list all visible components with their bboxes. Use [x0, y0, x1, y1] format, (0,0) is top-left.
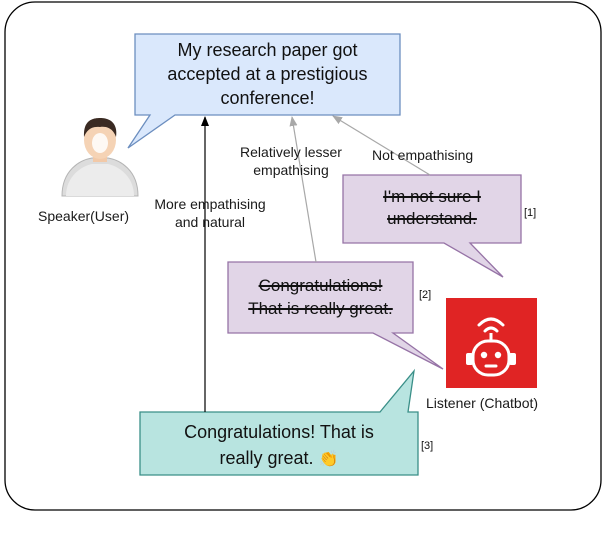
speaker-message-line: accepted at a prestigious: [167, 64, 368, 84]
arrow-label-line: and natural: [174, 214, 246, 230]
response-3-bubble: [139, 368, 419, 476]
response-3-ref: [3]: [421, 440, 434, 452]
response-2-bubble: [227, 261, 444, 370]
response-1-bubble: [342, 174, 522, 278]
arrow-label-lesser-empathising: Relatively lesser empathising: [231, 143, 351, 179]
arrow-label-line: Relatively lesser: [240, 144, 342, 160]
arrow-not-empathising: [332, 115, 431, 176]
arrow-label-line: empathising: [253, 162, 329, 178]
response-1-ref: [1]: [524, 207, 537, 219]
arrow-label-more-empathising: More empathising and natural: [138, 195, 282, 231]
listener-label: Listener (Chatbot): [426, 395, 539, 411]
clapping-hands-icon: 👏: [318, 451, 339, 468]
speaker-message-line: My research paper got: [177, 40, 358, 60]
arrow-label-not-empathising: Not empathising: [372, 147, 474, 163]
arrow-label-line: More empathising: [154, 196, 266, 212]
robot-icon: [446, 298, 537, 388]
response-line: Congratulations! That is: [184, 422, 374, 442]
response-line: understand.: [387, 209, 477, 228]
response-2-text: Congratulations! That is really great.: [228, 274, 413, 320]
speaker-message-line: conference!: [220, 88, 315, 108]
response-line: That is really great.: [248, 299, 393, 318]
speaker-label: Speaker(User): [38, 208, 130, 224]
speaker-message: My research paper got accepted at a pres…: [135, 38, 400, 110]
response-3-text: Congratulations! That is really great. 👏: [140, 419, 418, 473]
response-2-ref: [2]: [419, 289, 432, 301]
speaker-avatar-icon: [61, 118, 139, 197]
arrow-lesser-empathising: [289, 116, 317, 263]
response-line-with-emoji: really great. 👏: [140, 445, 418, 473]
response-1-text: I'm not sure I understand.: [343, 186, 521, 230]
response-line: I'm not sure I: [383, 187, 481, 206]
speaker-speech-bubble: [127, 33, 401, 149]
response-line: Congratulations!: [258, 276, 383, 295]
response-line: really great.: [219, 448, 314, 468]
